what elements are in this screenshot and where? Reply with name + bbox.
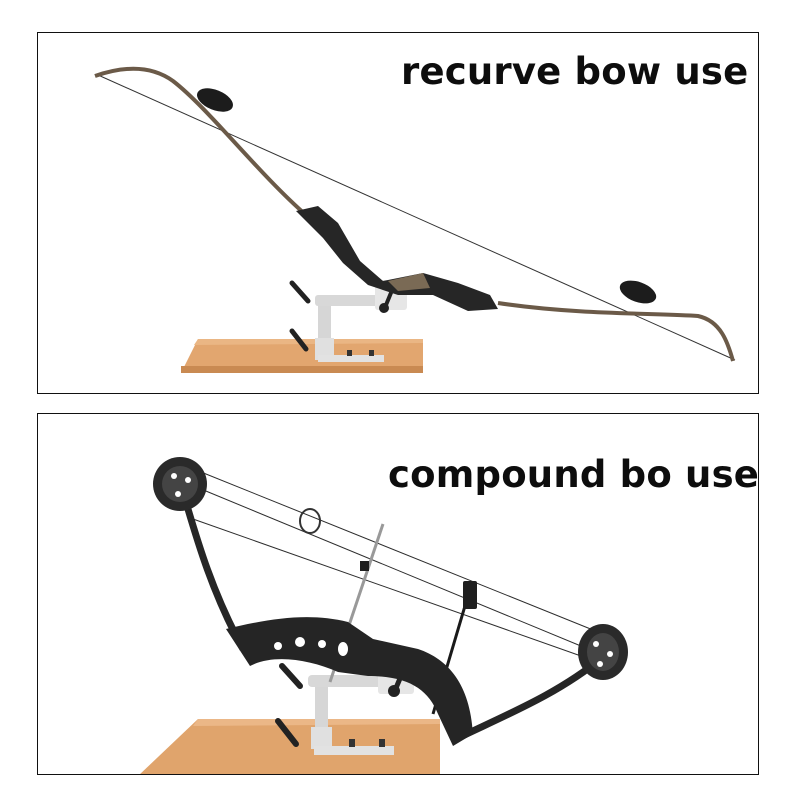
- lower-limb: [454, 654, 606, 743]
- upper-limb: [94, 66, 308, 217]
- panel-heading-recurve: recurve bow use: [401, 50, 749, 93]
- compound-bow-panel: compound bo use: [37, 413, 759, 775]
- lower-cam: [578, 624, 628, 680]
- upper-limb: [179, 491, 247, 651]
- bow-cables: [192, 471, 604, 663]
- recurve-bow-illustration: [94, 66, 736, 373]
- panel-heading-compound: compound bo use: [388, 453, 759, 496]
- riser: [226, 617, 473, 746]
- lower-limb: [497, 301, 735, 362]
- upper-cam: [153, 457, 207, 511]
- string-silencer-upper: [196, 88, 234, 112]
- recurve-bow-panel: recurve bow use: [37, 32, 759, 394]
- compound-bow-illustration: [140, 457, 628, 774]
- wood-table: [140, 719, 440, 774]
- riser: [296, 206, 498, 311]
- wood-table: [181, 339, 423, 373]
- string-silencer-lower: [619, 280, 657, 304]
- bow-string: [97, 74, 736, 361]
- peep-sight: [299, 508, 321, 534]
